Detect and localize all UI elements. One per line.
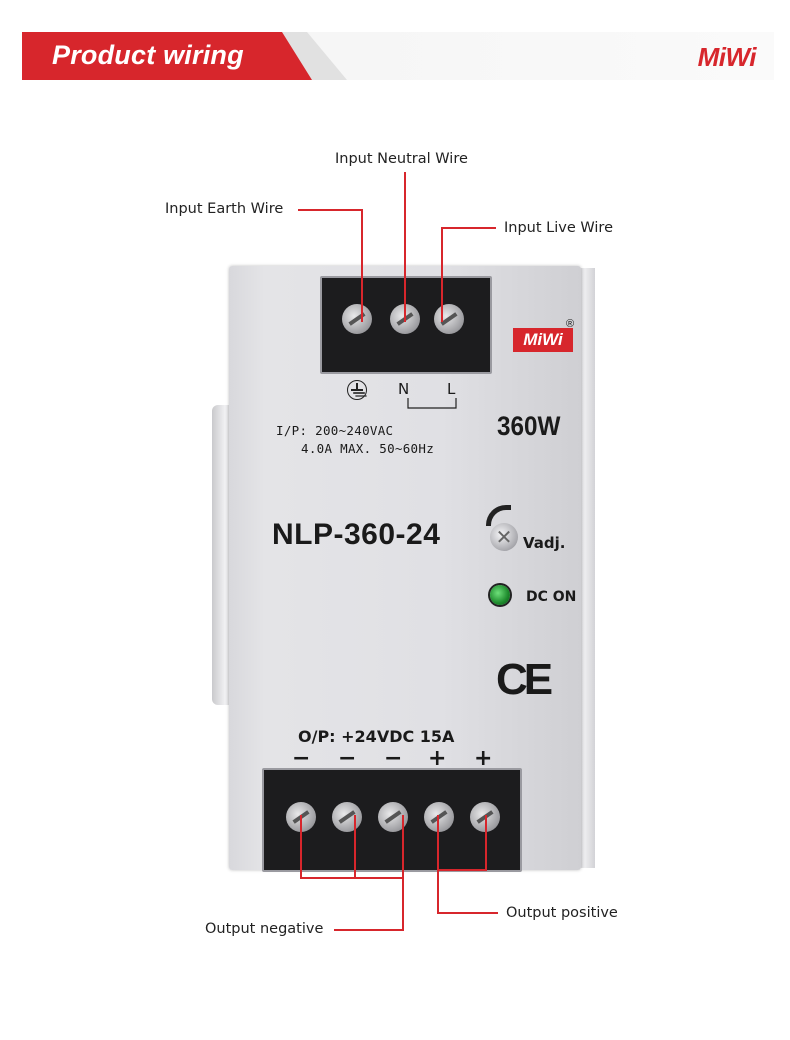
model-number: NLP-360-24 <box>272 518 441 551</box>
output-spec: O/P: +24VDC 15A <box>298 727 455 746</box>
neutral-callout-label: Input Neutral Wire <box>335 151 468 167</box>
earth-ground-icon <box>347 380 367 400</box>
output-terminal-block <box>262 768 522 872</box>
header-red-tab: Product wiring <box>22 32 312 80</box>
negative-callout-line <box>300 815 404 879</box>
positive-callout-line-2 <box>437 870 498 914</box>
live-label: L <box>447 380 456 398</box>
header-banner: Product wiring MiWi <box>22 32 774 80</box>
negative-callout-label: Output negative <box>205 921 324 937</box>
earth-terminal-screw <box>342 304 372 334</box>
earth-callout-line <box>298 209 363 322</box>
dc-on-led <box>490 585 510 605</box>
voltage-adjust-knob[interactable]: ✕ <box>490 523 518 551</box>
registered-mark: ® <box>566 318 575 330</box>
power-rating: 360W <box>497 411 561 441</box>
ce-mark: CE <box>496 655 553 704</box>
live-terminal-screw <box>434 304 464 334</box>
live-callout-label: Input Live Wire <box>504 220 613 236</box>
earth-callout-label: Input Earth Wire <box>165 201 284 217</box>
cross-screw-icon: ✕ <box>495 525 513 549</box>
adjust-arrow-icon <box>486 505 511 526</box>
positive-callout-line <box>437 815 487 871</box>
polarity-mark-5: + <box>474 746 493 771</box>
vadj-label: Vadj. <box>523 534 566 552</box>
brand-logo: MiWi <box>697 42 757 72</box>
live-callout-line <box>441 227 496 322</box>
dc-on-label: DC ON <box>526 589 577 605</box>
input-spec-line2: 4.0A MAX. 50~60Hz <box>301 441 435 456</box>
nl-bracket-line <box>407 398 457 409</box>
neutral-label: N <box>398 380 410 398</box>
page-title: Product wiring <box>52 40 244 70</box>
polarity-mark-3: − <box>384 746 403 771</box>
negative-callout-line-3 <box>334 878 404 931</box>
input-spec-line1: I/P: 200~240VAC <box>276 423 394 438</box>
positive-callout-label: Output positive <box>506 905 618 921</box>
device-brand-logo: MiWi <box>513 328 573 352</box>
polarity-mark-2: − <box>338 746 357 771</box>
output-negative-screw-2 <box>332 802 362 832</box>
polarity-mark-1: − <box>292 746 311 771</box>
polarity-mark-4: + <box>428 746 447 771</box>
